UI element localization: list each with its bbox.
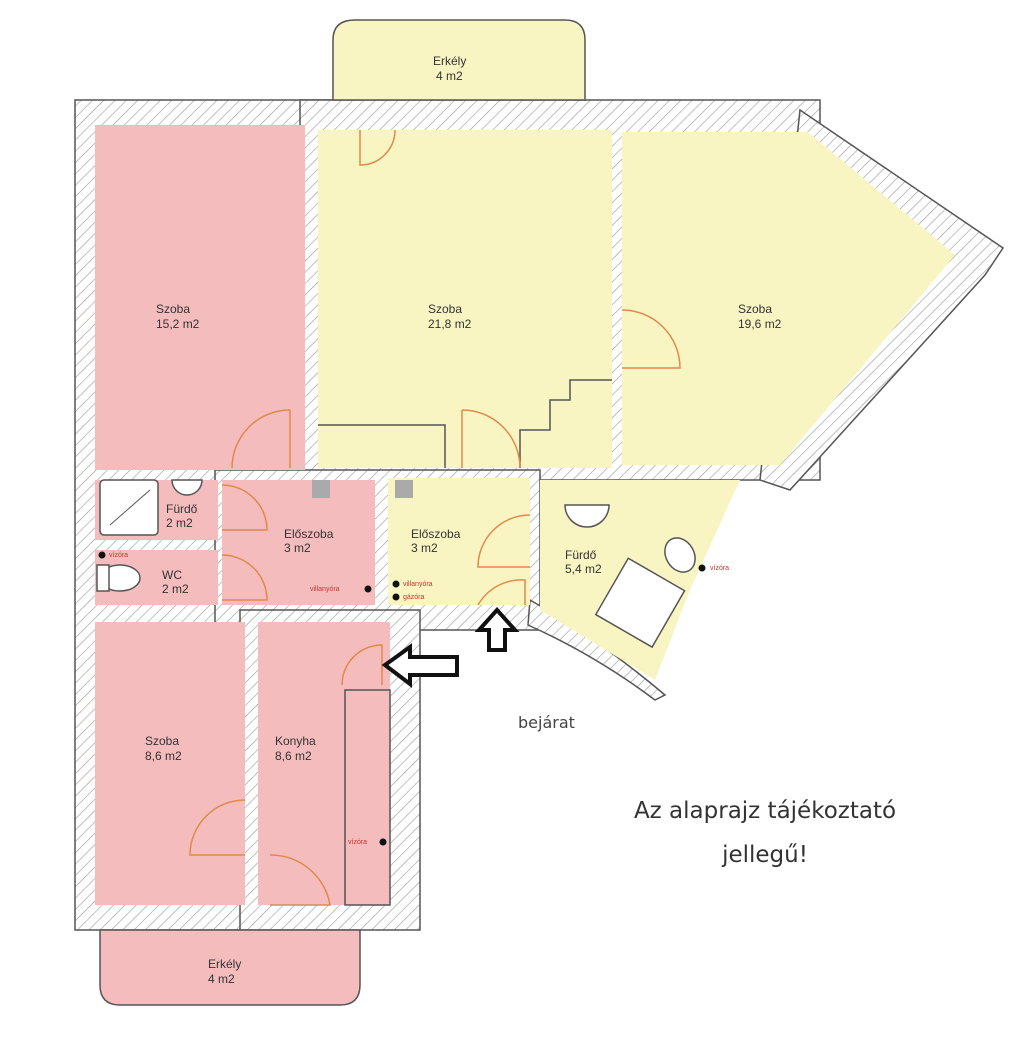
wc-name: WC	[162, 568, 182, 582]
meter-water-kitchen: vízóra	[348, 839, 367, 846]
hall-yellow-area: 3 m2	[411, 541, 438, 555]
meter-gas: gázóra	[403, 594, 425, 601]
room-small-name: Szoba	[145, 734, 179, 748]
hall-pink	[222, 480, 375, 605]
bath-large-name: Fürdő	[565, 548, 597, 562]
balcony-top	[332, 19, 586, 101]
room-middle	[318, 130, 612, 468]
room-right	[622, 132, 955, 465]
sink-icon	[564, 504, 610, 528]
bath-large-area: 5,4 m2	[565, 562, 602, 576]
meter-water-bath: vízóra	[710, 565, 729, 572]
meter-electric-yellow: villanyóra	[403, 581, 433, 588]
room-small	[95, 622, 245, 905]
room-middle-name: Szoba	[428, 302, 462, 316]
room-right-name: Szoba	[738, 302, 772, 316]
entrance-label: bejárat	[518, 713, 575, 732]
room-left-area: 15,2 m2	[156, 317, 200, 331]
hall-yellow	[388, 478, 530, 605]
meter-electric-pink: villanyóra	[310, 586, 340, 593]
balcony-bottom-name: Erkély	[208, 957, 241, 971]
sink-icon	[171, 479, 203, 496]
meter-dot	[392, 593, 400, 601]
wc-area: 2 m2	[162, 582, 189, 596]
balcony-bottom-area: 4 m2	[208, 972, 235, 986]
balcony-bottom	[99, 929, 361, 1006]
meter-dot	[379, 838, 387, 846]
meter-water-wc: vízóra	[109, 552, 128, 559]
meter-dot	[364, 585, 372, 593]
room-small-area: 8,6 m2	[145, 749, 182, 763]
toilet-icon	[664, 537, 696, 573]
room-right-area: 19,6 m2	[738, 317, 782, 331]
room-left	[95, 125, 305, 470]
disclaimer-line2: jellegű!	[721, 842, 808, 868]
hall-pink-name: Előszoba	[284, 527, 334, 541]
hall-yellow-name: Előszoba	[411, 527, 461, 541]
meters: vízóra villanyóra villanyóra gázóra vízó…	[98, 551, 729, 846]
fixtures	[96, 479, 696, 649]
shower-icon	[99, 479, 159, 536]
disclaimer-line1: Az alaprajz tájékoztató	[634, 798, 896, 824]
entrance-arrow-up-icon	[474, 607, 520, 652]
kitchen-area: 8,6 m2	[275, 749, 312, 763]
room-labels: Erkély 4 m2 Szoba 15,2 m2 Szoba 21,8 m2 …	[145, 54, 782, 986]
shower-icon	[594, 557, 686, 649]
kitchen	[258, 622, 390, 905]
balcony-top-area: 4 m2	[436, 69, 463, 83]
kitchen-name: Konyha	[275, 734, 316, 748]
meter-dot	[698, 564, 706, 572]
room-left-name: Szoba	[156, 302, 190, 316]
bath-small-area: 2 m2	[166, 516, 193, 530]
hall-pink-area: 3 m2	[284, 541, 311, 555]
bath-small-name: Fürdő	[166, 502, 198, 516]
entrance-arrow-left-icon	[381, 643, 459, 689]
meter-dot	[392, 580, 400, 588]
rooms	[95, 19, 955, 1006]
balcony-top-name: Erkély	[433, 54, 466, 68]
room-middle-area: 21,8 m2	[428, 317, 472, 331]
doors	[189, 129, 681, 906]
meter-dot	[98, 551, 106, 559]
